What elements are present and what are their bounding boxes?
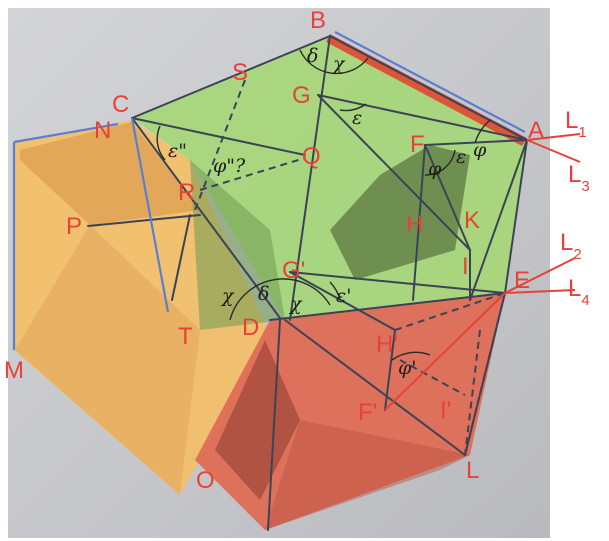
label-R: R xyxy=(178,179,195,206)
edge-C-Q xyxy=(131,117,306,156)
label-L2: L2 xyxy=(560,229,582,263)
label-Q: Q xyxy=(302,143,321,170)
label-I2: I' xyxy=(440,397,451,424)
label-L3: L3 xyxy=(568,161,590,195)
edge-D-O xyxy=(267,319,281,531)
edge-G2-E xyxy=(289,271,506,294)
arc-A xyxy=(474,119,491,144)
label-L1: L1 xyxy=(565,107,587,141)
angle-labels: δ χ ε ε" φ"? φ ε φ χ δ χ ε' φ' xyxy=(168,45,487,379)
angle-chi-d-right: χ xyxy=(288,293,303,315)
edge-R-T xyxy=(171,214,191,301)
edge-F-A xyxy=(424,139,528,146)
dash-H2-E xyxy=(394,292,506,331)
label-B: B xyxy=(310,7,326,34)
dashed-edges xyxy=(194,79,506,456)
red-top-strip xyxy=(326,34,527,146)
angle-eps-g2: ε' xyxy=(336,285,351,307)
label-M: M xyxy=(4,357,24,384)
dash-F2-I2 xyxy=(399,359,466,396)
red-inner-shadow xyxy=(215,340,300,500)
blue-edge-N-top xyxy=(13,122,119,144)
blue-edge-B-A-upper xyxy=(334,31,526,133)
line-E-F2 xyxy=(384,292,506,411)
label-F: F xyxy=(410,131,425,158)
label-H2: H' xyxy=(376,331,398,358)
angle-eps-f: ε xyxy=(456,146,466,168)
edge-C-B xyxy=(131,35,331,119)
angle-delta-d: δ xyxy=(258,283,269,305)
edge-F-K xyxy=(424,144,471,251)
edge-P-R xyxy=(87,214,201,227)
dash-R-Q xyxy=(199,157,306,191)
line-labels: L1 L3 L2 L4 xyxy=(560,107,590,309)
angle-eps-c: ε" xyxy=(168,140,187,162)
faces xyxy=(14,34,527,530)
label-P: P xyxy=(66,213,82,240)
label-C: C xyxy=(112,91,129,118)
angle-arcs xyxy=(156,49,491,361)
label-N: N xyxy=(94,117,111,144)
label-G2: G' xyxy=(282,257,305,284)
label-K: K xyxy=(464,207,480,234)
arc-C xyxy=(156,125,166,161)
edges xyxy=(87,35,528,531)
label-L: L xyxy=(466,457,479,484)
edge-G2-H2 xyxy=(289,271,396,331)
arc-F xyxy=(424,149,456,176)
edge-C-D xyxy=(131,117,281,319)
label-I: I xyxy=(462,253,469,280)
label-D: D xyxy=(242,314,259,341)
dash-E-I2 xyxy=(464,292,506,456)
edge-G-I xyxy=(317,94,471,251)
angle-chi-b: χ xyxy=(331,53,346,75)
edge-G-A xyxy=(317,94,528,141)
line-L3 xyxy=(526,139,581,163)
angle-phi-q: φ"? xyxy=(213,155,246,177)
edge-D-E xyxy=(269,292,506,321)
angle-phi-f: φ xyxy=(428,158,442,180)
arc-F2 xyxy=(391,351,431,361)
edge-D-F2 xyxy=(384,329,396,411)
edge-A-E xyxy=(504,139,528,294)
orange-inner-shadow xyxy=(20,122,200,225)
red-lines xyxy=(384,133,581,411)
arc-B xyxy=(299,49,369,75)
line-L2 xyxy=(504,257,576,294)
blue-edges xyxy=(12,31,526,350)
label-O: O xyxy=(196,467,215,494)
line-L1 xyxy=(526,133,581,141)
label-G: G xyxy=(292,82,311,109)
angle-phi-a: φ xyxy=(473,139,487,161)
orange-bottom-shadow xyxy=(15,225,200,495)
green-dark-interior xyxy=(330,145,470,280)
angle-chi-d-left: χ xyxy=(220,285,235,307)
angle-delta-b: δ xyxy=(307,45,318,67)
edge-D-L xyxy=(284,319,466,456)
label-H: H xyxy=(406,211,423,238)
line-L4 xyxy=(504,289,576,294)
label-F2: F' xyxy=(358,399,377,426)
edge-F-H xyxy=(412,144,426,301)
point-labels: B S G C N Q F A P R H K I G' E M T D H' … xyxy=(4,7,544,494)
dash-I2-L xyxy=(464,329,481,456)
blue-edge-C-T xyxy=(130,117,170,313)
green-left-shadow xyxy=(190,160,285,330)
label-T: T xyxy=(178,323,193,350)
arc-G xyxy=(339,103,367,112)
angle-eps-g: ε xyxy=(352,107,362,129)
label-A: A xyxy=(528,117,544,144)
angle-phi-f2: φ' xyxy=(398,357,417,379)
edge-A-I xyxy=(469,139,528,301)
label-E: E xyxy=(514,267,530,294)
label-S: S xyxy=(232,59,248,86)
label-L4: L4 xyxy=(568,275,590,309)
arc-G2 xyxy=(329,281,341,301)
arc-D xyxy=(229,278,331,321)
edge-B-A xyxy=(329,35,528,141)
red-right-shade xyxy=(265,420,470,530)
